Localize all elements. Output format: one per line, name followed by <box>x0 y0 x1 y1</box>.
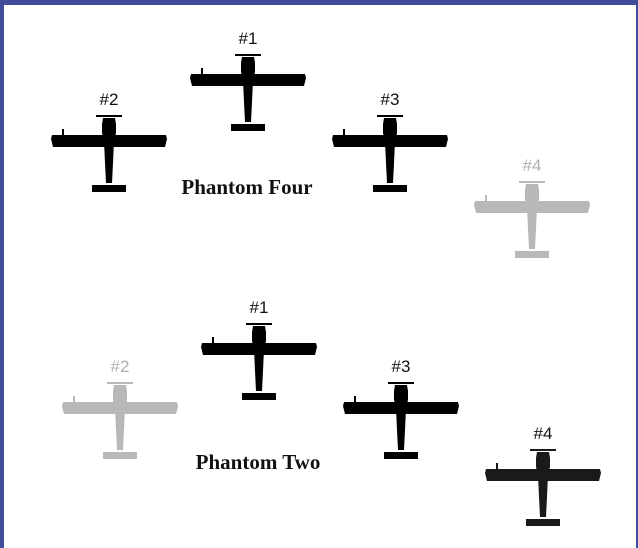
formation-phantom-four: #1 #2 #3 #4 Phantom Four <box>51 29 590 258</box>
airplane-icon <box>51 115 167 192</box>
airplane-icon <box>201 323 317 400</box>
plane-1: #1 <box>190 29 306 131</box>
airplane-icon <box>485 449 601 526</box>
airplane-icon <box>343 382 459 459</box>
plane-1: #1 <box>201 298 317 400</box>
plane-label: #4 <box>534 424 553 443</box>
airplane-icon <box>474 181 590 258</box>
plane-label: #1 <box>250 298 269 317</box>
plane-label: #3 <box>381 90 400 109</box>
formation-title: Phantom Four <box>181 175 312 199</box>
formation-title: Phantom Two <box>196 450 321 474</box>
airplane-icon <box>190 54 306 131</box>
airplane-icon <box>62 382 178 459</box>
formation-phantom-two: #1 #2 #3 #4 Phantom Two <box>62 298 601 526</box>
plane-3: #3 <box>343 357 459 459</box>
plane-label: #2 <box>100 90 119 109</box>
airplane-icon <box>332 115 448 192</box>
plane-4: #4 <box>474 156 590 258</box>
plane-label: #1 <box>239 29 258 48</box>
plane-2: #2 <box>51 90 167 192</box>
plane-label: #4 <box>523 156 542 175</box>
plane-label: #3 <box>392 357 411 376</box>
plane-4: #4 <box>485 424 601 526</box>
plane-label: #2 <box>111 357 130 376</box>
plane-3: #3 <box>332 90 448 192</box>
plane-2: #2 <box>62 357 178 459</box>
